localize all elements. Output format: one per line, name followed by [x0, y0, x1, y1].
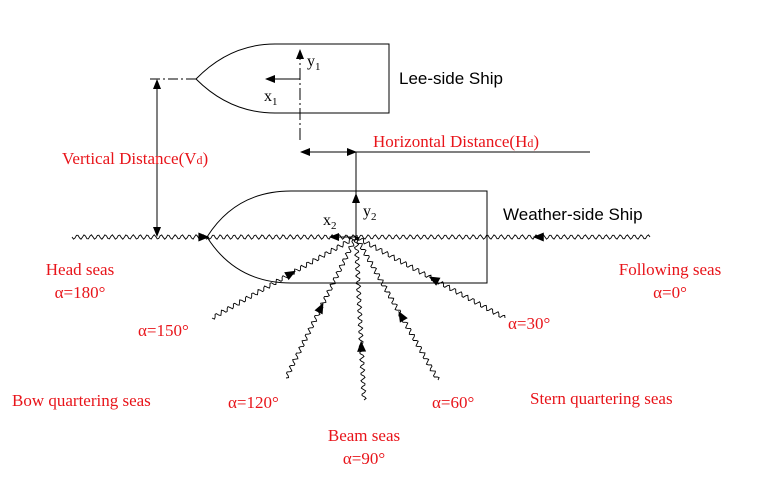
weather-side-ship: y2 x2 Weather-side Ship — [206, 152, 643, 284]
alpha-30-wave-arrowhead — [428, 276, 441, 286]
wave-directions — [71, 232, 651, 401]
lee-ship-x-label: x1 — [264, 88, 278, 108]
alpha-30-wave — [356, 235, 506, 319]
lee-side-ship: y1 x1 Lee-side Ship — [150, 43, 503, 140]
bow-quartering-seas-label: Bow quartering seas — [12, 391, 151, 410]
alpha-150-label: α=150° — [138, 321, 189, 340]
lee-ship-y-label: y1 — [307, 53, 321, 73]
horizontal-distance-annotation: Horizontal Distance(Hd) — [300, 132, 590, 156]
lee-ship-name: Lee-side Ship — [399, 69, 503, 88]
head-seas-wave-arrowhead — [198, 232, 210, 242]
horizontal-distance-label: Horizontal Distance(Hd) — [373, 132, 539, 151]
vertical-distance-annotation: Vertical Distance(Vd) — [62, 79, 208, 237]
vertical-distance-label: Vertical Distance(Vd) — [62, 149, 208, 168]
alpha-90-wave — [353, 236, 367, 401]
alpha-90-wave-arrowhead — [357, 340, 367, 352]
weather-ship-name: Weather-side Ship — [503, 205, 643, 224]
lee-ship-hull — [195, 43, 390, 114]
beam-seas-label: Beam seas — [328, 426, 400, 445]
head-seas-wave — [71, 234, 209, 240]
following-seas-label: Following seas — [619, 260, 721, 279]
alpha-150-wave — [211, 235, 356, 320]
alpha-60-wave-arrowhead — [398, 310, 408, 323]
alpha-60-wave — [355, 236, 440, 381]
following-seas-wave — [355, 234, 651, 240]
head-seas-label: Head seas — [46, 260, 114, 279]
alpha-120-label: α=120° — [228, 393, 279, 412]
following-seas-wave-arrowhead — [532, 232, 544, 242]
weather-ship-y-label: y2 — [363, 203, 377, 223]
alpha-60-label: α=60° — [432, 393, 474, 412]
beam-seas-alpha: α=90° — [343, 449, 385, 468]
weather-ship-x-label: x2 — [323, 212, 337, 232]
alpha-120-wave-arrowhead — [314, 302, 324, 315]
head-seas-alpha: α=180° — [55, 283, 106, 302]
stern-quartering-seas-label: Stern quartering seas — [530, 389, 673, 408]
alpha-30-label: α=30° — [508, 314, 550, 333]
waterline-wave — [207, 234, 357, 240]
alpha-150-wave-arrowhead — [284, 270, 296, 281]
following-seas-alpha: α=0° — [653, 283, 687, 302]
sea-labels: Head seas α=180° Following seas α=0° α=1… — [12, 260, 721, 468]
